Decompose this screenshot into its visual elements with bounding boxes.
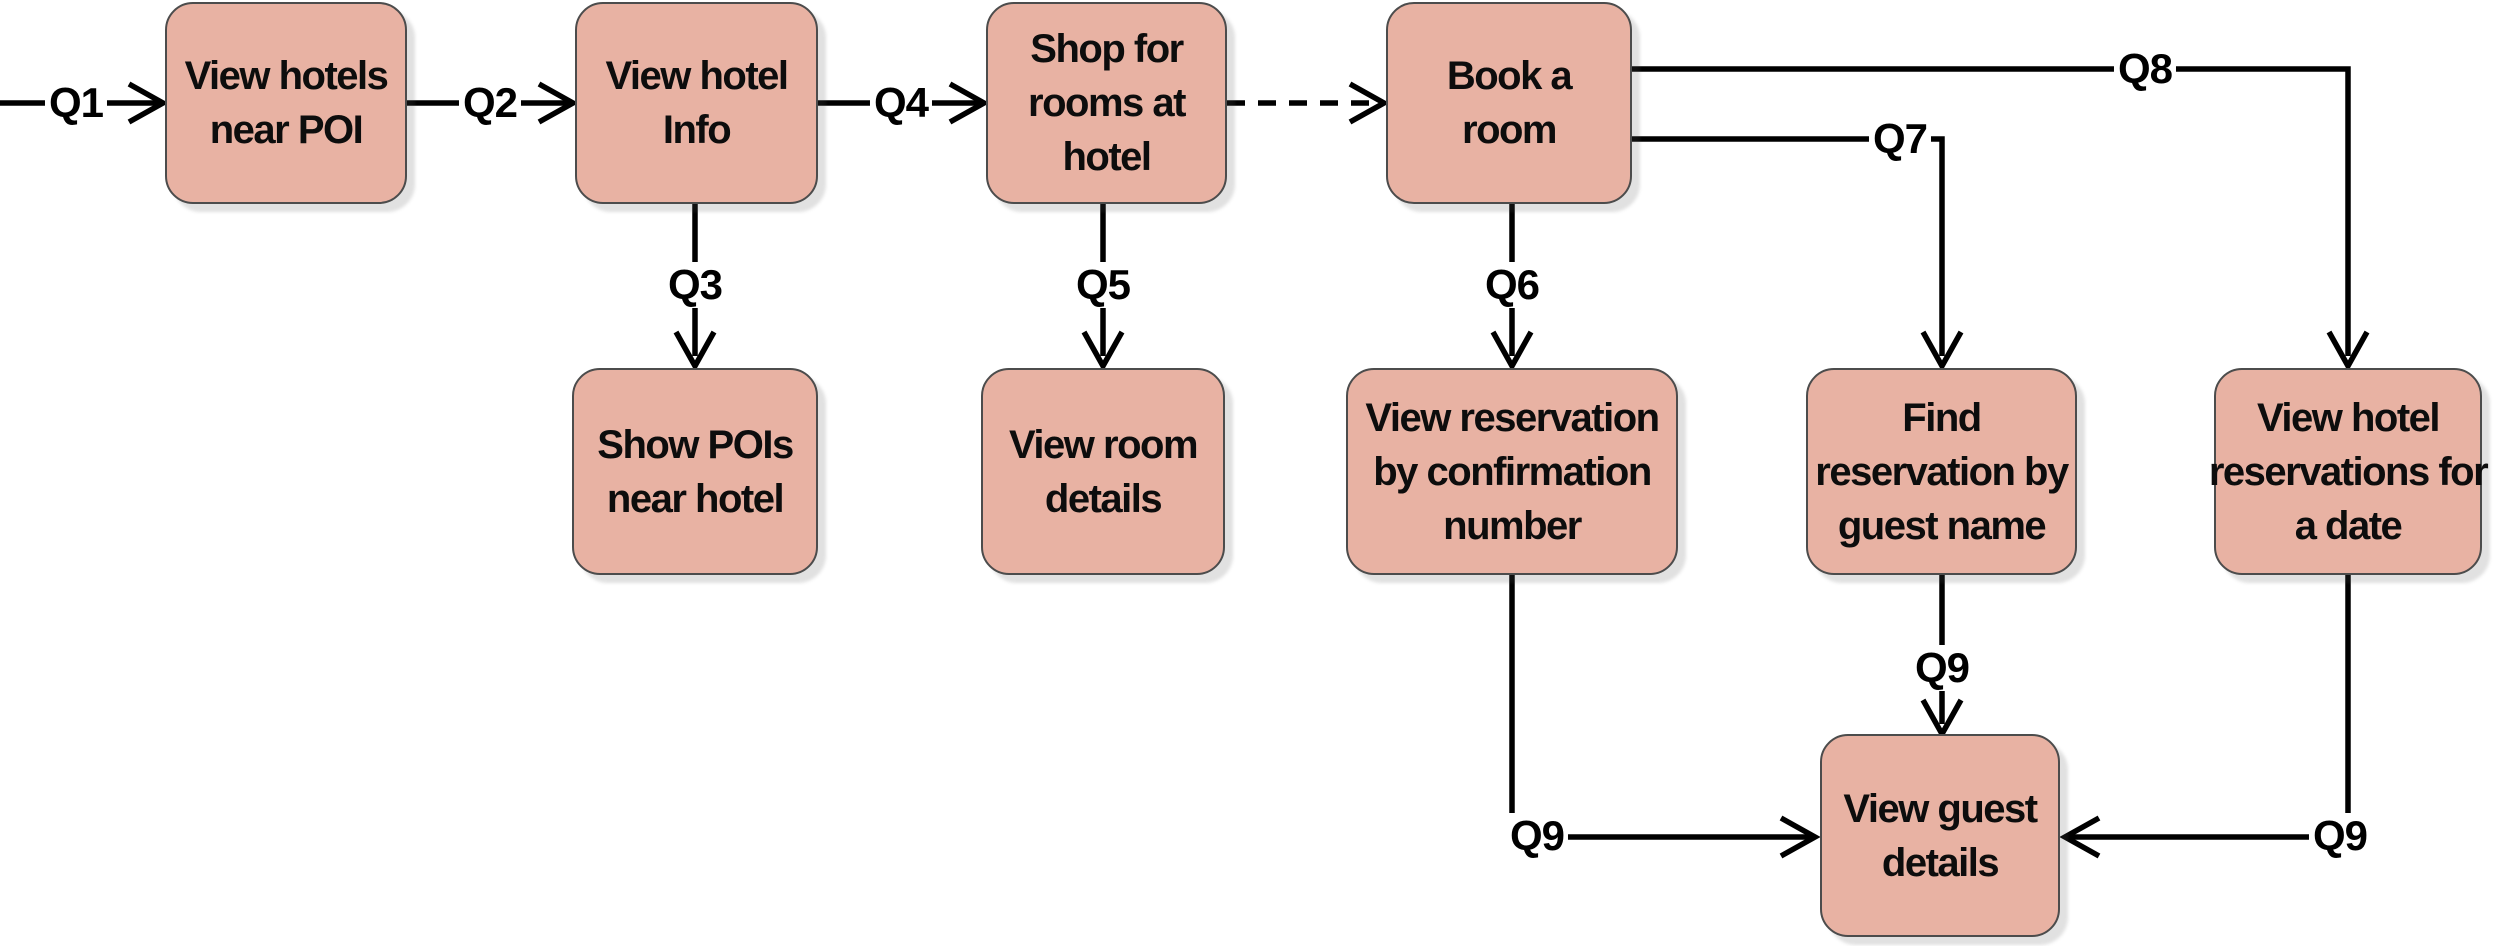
node-line: Shop for — [1030, 27, 1184, 71]
arrowhead-right-icon — [1348, 81, 1390, 125]
node-view-hotel-reservations-for-a-date: View hotel reservations for a date — [2209, 368, 2489, 575]
edge-label-q9-from-confirmation: Q9 — [1505, 813, 1569, 859]
node-line: reservation by — [1815, 449, 2069, 494]
edge-label-q5: Q5 — [1071, 262, 1135, 308]
node-line: Show POIs — [597, 422, 794, 467]
node-line: Book a — [1446, 54, 1573, 98]
node-line: View reservation — [1365, 395, 1660, 440]
edge-q7 — [1632, 136, 1964, 372]
node-line: near POI — [209, 108, 364, 152]
arrowhead-down-icon — [1081, 330, 1125, 372]
node-line: reservations for — [2208, 449, 2489, 494]
node-view-guest-details: View guest details — [1820, 734, 2060, 937]
edge-label-q8: Q8 — [2113, 46, 2177, 92]
node-line: by confirmation — [1373, 449, 1652, 494]
arrowhead-left-icon — [2059, 815, 2101, 859]
edge-label-q9-from-guest-name: Q9 — [1910, 645, 1974, 691]
node-line: guest name — [1837, 503, 2047, 548]
node-line: room — [1462, 108, 1558, 152]
arrowhead-right-icon — [127, 81, 169, 125]
node-line: near hotel — [606, 476, 785, 521]
node-shop-for-rooms-at-hotel: Shop for rooms at hotel — [986, 2, 1227, 204]
edge-label-q1: Q1 — [44, 80, 108, 126]
arrowhead-right-icon — [948, 81, 990, 125]
node-view-reservation-by-confirmation-number: View reservation by confirmation number — [1346, 368, 1678, 575]
node-line: number — [1443, 503, 1582, 548]
edge-dashed-shop-to-book — [1227, 81, 1390, 125]
node-view-room-details: View room details — [981, 368, 1225, 575]
node-line: Info — [662, 108, 732, 152]
node-show-pois-near-hotel: Show POIs near hotel — [572, 368, 818, 575]
edge-label-q3: Q3 — [663, 262, 727, 308]
node-line: View hotel — [2256, 395, 2441, 440]
node-line: View hotel — [605, 54, 789, 98]
arrowhead-down-icon — [1490, 330, 1534, 372]
node-line: details — [1881, 840, 2000, 885]
edge-label-q9-from-date: Q9 — [2308, 813, 2372, 859]
node-line: hotel — [1062, 135, 1152, 179]
arrowhead-right-icon — [1779, 815, 1821, 859]
edge-q9-from-date — [2059, 575, 2351, 859]
node-book-a-room: Book a room — [1386, 2, 1632, 204]
arrowhead-down-icon — [1920, 330, 1964, 372]
edge-label-q6: Q6 — [1480, 262, 1544, 308]
node-line: Find — [1902, 395, 1982, 440]
node-line: View hotels — [184, 54, 389, 98]
arrowhead-down-icon — [673, 330, 717, 372]
edge-q8 — [1632, 66, 2370, 372]
node-line: View guest — [1843, 786, 2038, 831]
node-line: a date — [2294, 503, 2403, 548]
node-line: View room — [1008, 422, 1199, 467]
edge-label-q7: Q7 — [1868, 116, 1932, 162]
edge-label-q2: Q2 — [458, 80, 522, 126]
arrowhead-down-icon — [2326, 330, 2370, 372]
node-view-hotels-near-poi: View hotels near POI — [165, 2, 407, 204]
arrowhead-right-icon — [537, 81, 579, 125]
edge-label-q4: Q4 — [869, 80, 933, 126]
node-view-hotel-info: View hotel Info — [575, 2, 818, 204]
node-line: details — [1044, 476, 1163, 521]
node-find-reservation-by-guest-name: Find reservation by guest name — [1806, 368, 2077, 575]
node-line: rooms at — [1028, 81, 1186, 125]
